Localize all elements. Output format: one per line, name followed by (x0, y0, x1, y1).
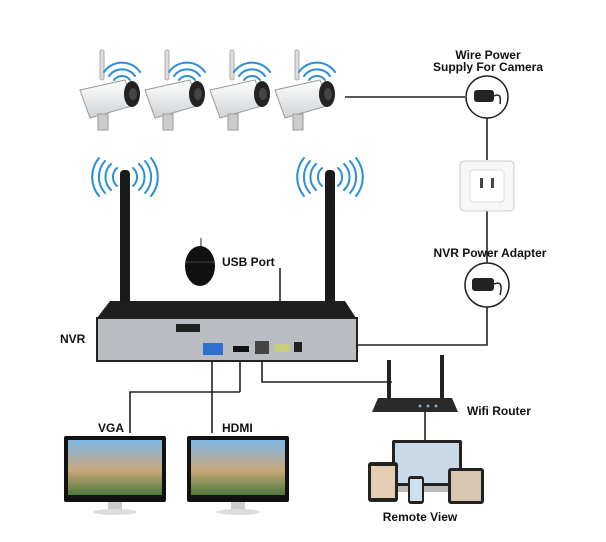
hdmi-label: HDMI (222, 421, 253, 435)
nvr-antennas (91, 157, 364, 335)
wires (129, 96, 488, 440)
camera-icon (274, 49, 336, 131)
camera-icon (79, 49, 141, 131)
power-port (294, 342, 302, 352)
usb-port-label: USB Port (222, 255, 275, 269)
wire-power-label: Wire Power (455, 48, 521, 62)
camera-power-supply-icon (465, 75, 509, 119)
ethernet-port (255, 341, 269, 354)
vga-monitor-icon (64, 436, 166, 515)
nvr-power-adapter-label: NVR Power Adapter (434, 246, 547, 260)
hdmi-port (233, 346, 249, 352)
wireless-cameras (79, 49, 336, 131)
wire-power-label-2: Supply For Camera (433, 60, 543, 74)
usb-ports (274, 344, 290, 352)
camera-icon (209, 49, 271, 131)
nvr-device (96, 301, 358, 362)
remote-view-devices-icon (368, 440, 484, 504)
nvr-label: NVR (60, 332, 86, 346)
wifi-router-icon (372, 355, 458, 412)
usb-mouse-icon (185, 238, 215, 286)
vga-label: VGA (98, 421, 124, 435)
vga-port (203, 343, 223, 355)
wall-outlet-icon (459, 160, 515, 212)
nvr-power-adapter-icon (464, 262, 510, 308)
remote-view-label: Remote View (383, 510, 458, 524)
wifi-router-label: Wifi Router (467, 404, 531, 418)
camera-icon (144, 49, 206, 131)
hdmi-monitor-icon (187, 436, 289, 515)
